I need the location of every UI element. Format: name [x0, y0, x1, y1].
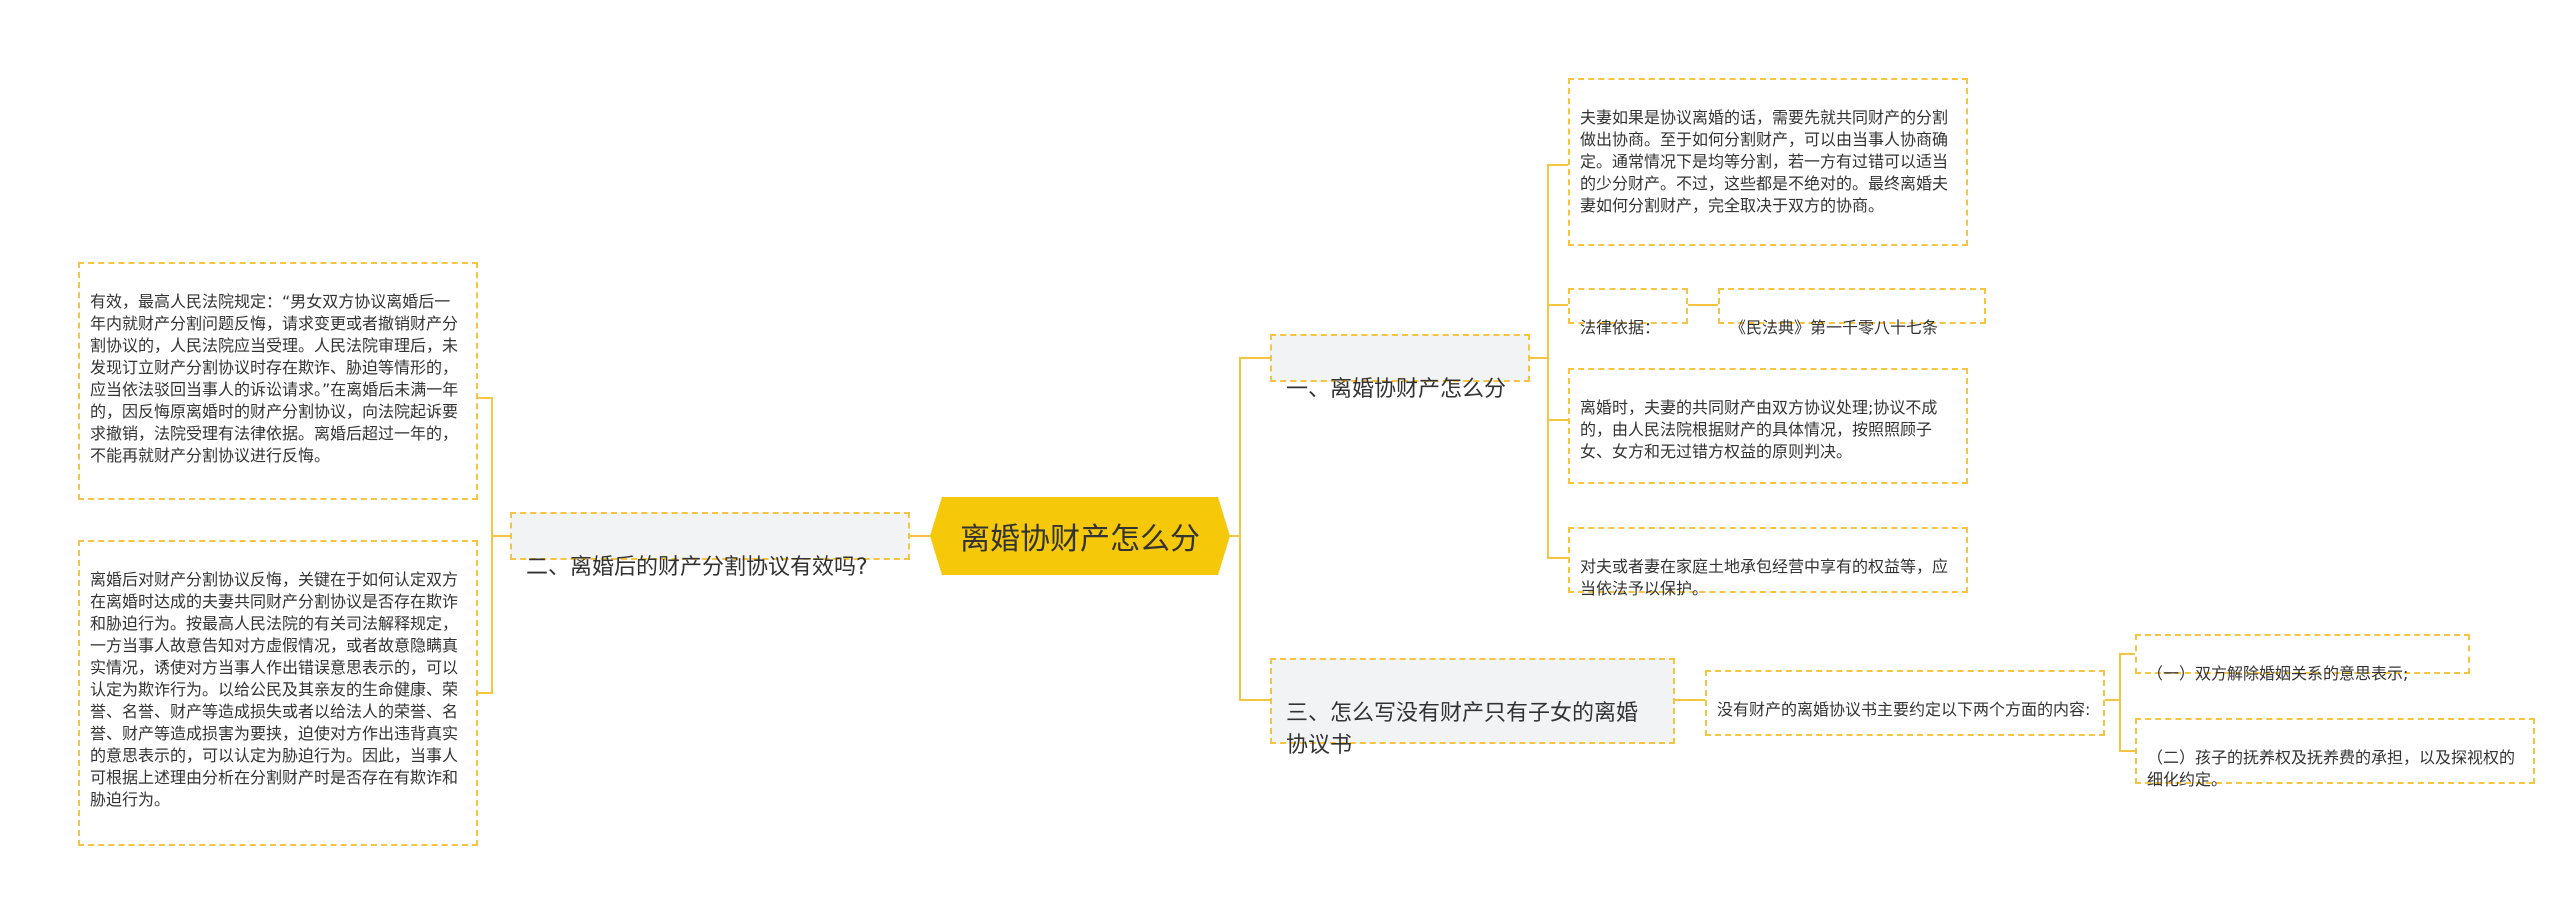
b2-note-2-text: 离婚后对财产分割协议反悔，关键在于如何认定双方在离婚时达成的夫妻共同财产分割协议…	[90, 570, 459, 809]
branch-2[interactable]: 二、离婚后的财产分割协议有效吗?	[510, 512, 910, 580]
b3-mid-text: 没有财产的离婚协议书主要约定以下两个方面的内容:	[1717, 700, 2091, 719]
b1-legal-basis-value-text: 《民法典》第一千零八十七条	[1730, 318, 1939, 337]
b1-note-3-text: 离婚时，夫妻的共同财产由双方协议处理;协议不成的，由人民法院根据财产的具体情况，…	[1580, 398, 1938, 461]
b3-leaf-1[interactable]: （一）双方解除婚姻关系的意思表示;	[2135, 634, 2470, 683]
b3-mid-node[interactable]: 没有财产的离婚协议书主要约定以下两个方面的内容:	[1705, 670, 2105, 736]
b1-note-4[interactable]: 对夫或者妻在家庭土地承包经营中享有的权益等，应当依法予以保护。	[1568, 527, 1968, 598]
b1-note-1-text: 夫妻如果是协议离婚的话，需要先就共同财产的分割做出协商。至于如何分割财产，可以由…	[1580, 108, 1949, 215]
branch-3-label: 三、怎么写没有财产只有子女的离婚协议书	[1286, 701, 1639, 758]
b3-leaf-2[interactable]: （二）孩子的抚养权及抚养费的承担，以及探视权的细化约定。	[2135, 718, 2535, 789]
b3-leaf-1-text: （一）双方解除婚姻关系的意思表示;	[2147, 664, 2409, 683]
b2-note-1[interactable]: 有效，最高人民法院规定：“男女双方协议离婚后一年内就财产分割问题反悔，请求变更或…	[78, 262, 478, 500]
branch-1[interactable]: 一、离婚协财产怎么分	[1270, 334, 1530, 402]
b1-note-3[interactable]: 离婚时，夫妻的共同财产由双方协议处理;协议不成的，由人民法院根据财产的具体情况，…	[1568, 368, 1968, 484]
b2-note-2[interactable]: 离婚后对财产分割协议反悔，关键在于如何认定双方在离婚时达成的夫妻共同财产分割协议…	[78, 540, 478, 846]
b1-legal-basis-label[interactable]: 法律依据：	[1568, 288, 1688, 337]
branch-2-label: 二、离婚后的财产分割协议有效吗?	[526, 555, 868, 580]
root-topic[interactable]: 离婚协财产怎么分	[930, 497, 1230, 575]
b2-note-1-text: 有效，最高人民法院规定：“男女双方协议离婚后一年内就财产分割问题反悔，请求变更或…	[90, 292, 459, 465]
root-title: 离婚协财产怎么分	[960, 522, 1200, 557]
branch-3[interactable]: 三、怎么写没有财产只有子女的离婚协议书	[1270, 658, 1675, 758]
b1-legal-basis-label-text: 法律依据：	[1580, 318, 1661, 337]
b1-note-1[interactable]: 夫妻如果是协议离婚的话，需要先就共同财产的分割做出协商。至于如何分割财产，可以由…	[1568, 78, 1968, 246]
b3-leaf-2-text: （二）孩子的抚养权及抚养费的承担，以及探视权的细化约定。	[2147, 748, 2516, 789]
branch-1-label: 一、离婚协财产怎么分	[1286, 377, 1507, 402]
b1-note-4-text: 对夫或者妻在家庭土地承包经营中享有的权益等，应当依法予以保护。	[1580, 557, 1949, 598]
b1-legal-basis-value[interactable]: 《民法典》第一千零八十七条	[1718, 288, 1986, 337]
